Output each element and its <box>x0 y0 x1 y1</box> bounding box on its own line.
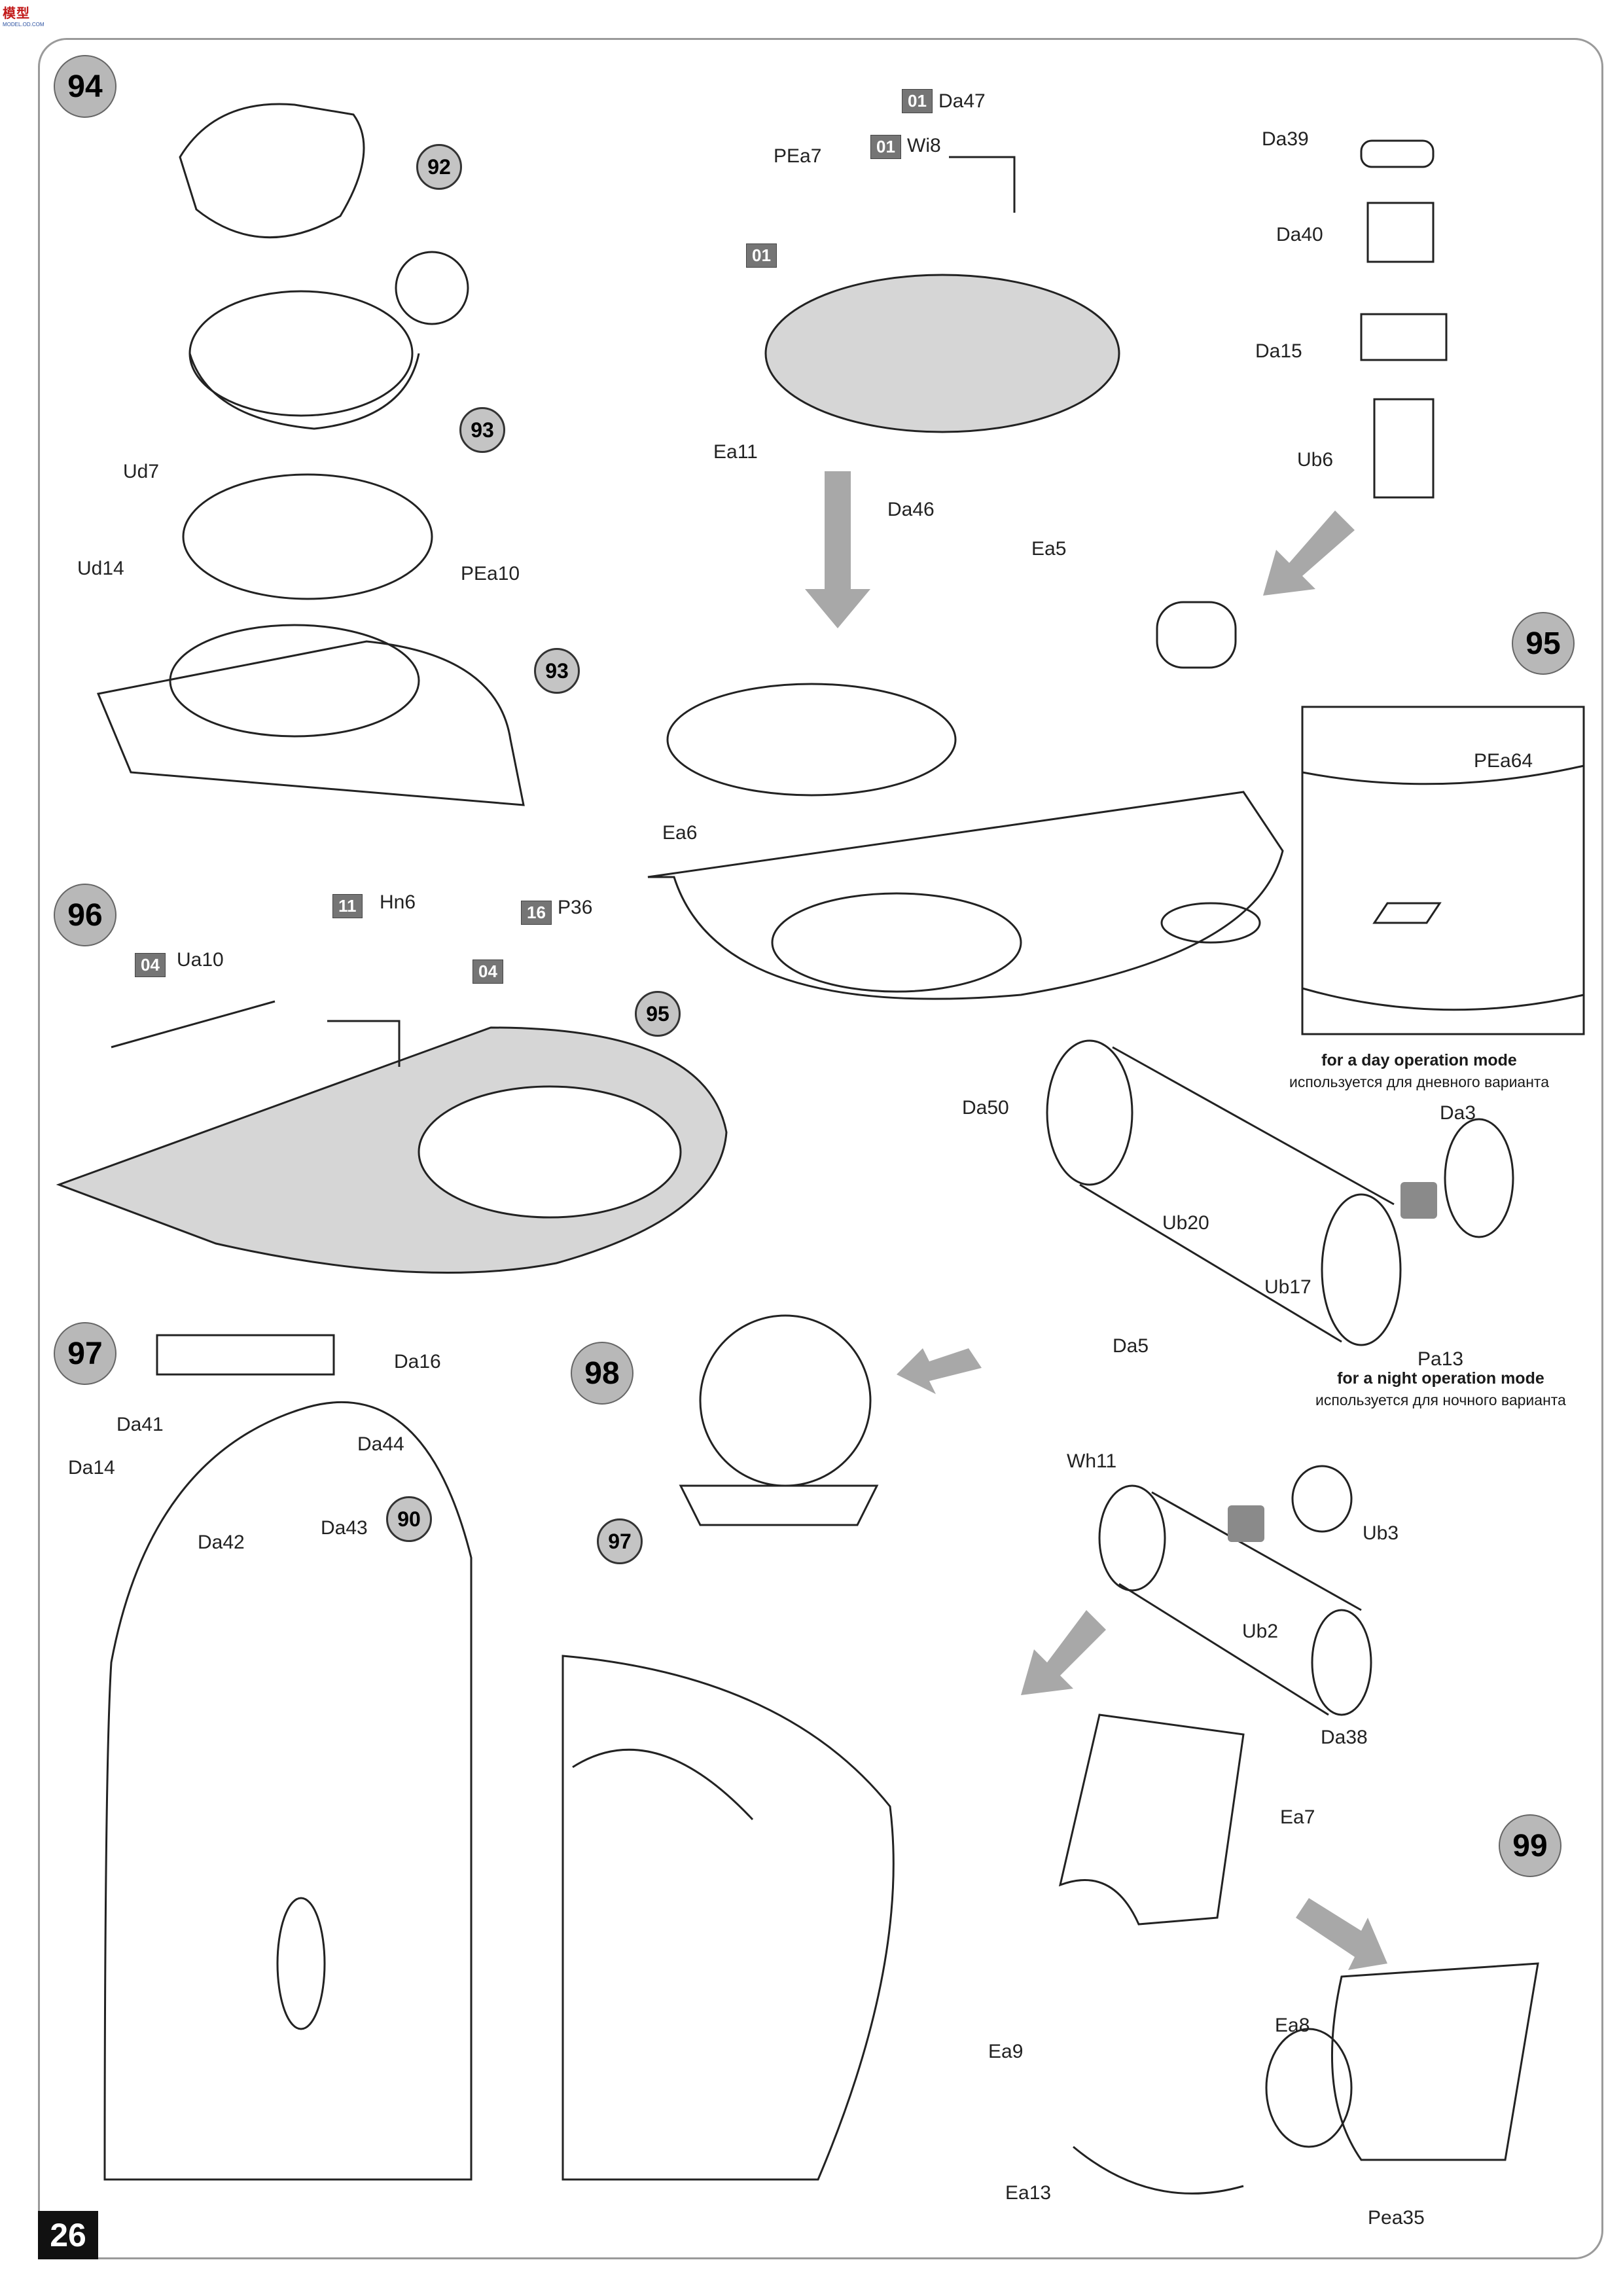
part-label-ea7: Ea7 <box>1280 1806 1315 1828</box>
part-label-da50: Da50 <box>962 1097 1009 1119</box>
part-label-da15: Da15 <box>1255 340 1302 362</box>
cupola-ring-94 <box>188 290 414 417</box>
searchlight-98 <box>699 1314 872 1487</box>
part-label-ub3: Ub3 <box>1363 1522 1399 1544</box>
part-label-p36: P36 <box>558 897 593 918</box>
part-label-da14: Da14 <box>68 1457 115 1479</box>
part-label-ea8: Ea8 <box>1275 2015 1310 2036</box>
page-frame <box>38 38 1603 2259</box>
part-label-ea11: Ea11 <box>713 441 758 463</box>
part-label-ea6: Ea6 <box>662 822 698 844</box>
part-label-wh11: Wh11 <box>1067 1450 1117 1472</box>
swap-icon-night <box>1228 1505 1264 1542</box>
ref-step-90: 90 <box>386 1496 432 1542</box>
part-label-da47: Da47 <box>938 90 986 112</box>
mantlet-99 <box>1058 1713 1245 1926</box>
part-label-da40: Da40 <box>1276 224 1323 245</box>
part-label-pea35: Pea35 <box>1368 2207 1425 2229</box>
part-label-da42: Da42 <box>198 1532 245 1553</box>
turret-body-98 <box>562 1655 895 2181</box>
step-number-96: 96 <box>54 884 116 946</box>
logo-subtext: MODEL.OD.COM <box>3 22 45 27</box>
part-label-ea9: Ea9 <box>988 2041 1024 2062</box>
part-label-da43: Da43 <box>321 1517 368 1539</box>
part-label-wi8: Wi8 <box>907 135 941 156</box>
day-mode-note-ru: используется для дневного варианта <box>1289 1073 1549 1090</box>
night-mode-note-en: for a night operation mode <box>1337 1369 1544 1388</box>
turret-body-97 <box>103 1401 473 2181</box>
part-label-da41: Da41 <box>116 1414 164 1435</box>
part-label-pea64: PEa64 <box>1474 750 1533 772</box>
ref-step-97: 97 <box>597 1518 643 1564</box>
night-mode-note: for a night operation mode используется … <box>1315 1368 1566 1410</box>
brand-logo: 模型 MODEL.OD.COM <box>3 3 51 27</box>
part-label-da5: Da5 <box>1113 1335 1149 1357</box>
part-label-ub17: Ub17 <box>1264 1276 1311 1298</box>
turret-roof-95 <box>647 791 1284 1000</box>
part-label-ud14: Ud14 <box>77 558 124 579</box>
swap-icon-day <box>1400 1182 1437 1219</box>
color-badge-04-a: 04 <box>135 953 166 977</box>
ref-step-93-b: 93 <box>534 648 580 694</box>
part-label-ub20: Ub20 <box>1162 1212 1209 1234</box>
ref-step-93-a: 93 <box>459 407 505 453</box>
flow-arrows <box>805 471 1387 1970</box>
step-number-95: 95 <box>1512 612 1575 675</box>
ref-step-95: 95 <box>635 991 681 1037</box>
part-label-pa13: Pa13 <box>1418 1348 1464 1370</box>
color-badge-01-b: 01 <box>870 135 901 159</box>
part-label-ub6: Ub6 <box>1297 449 1334 471</box>
part-label-da44: Da44 <box>357 1433 404 1455</box>
part-label-hn6: Hn6 <box>380 891 416 913</box>
ref-step-92: 92 <box>416 144 462 190</box>
color-badge-01-c: 01 <box>746 243 777 268</box>
part-label-ea13: Ea13 <box>1005 2182 1052 2204</box>
part-label-da3: Da3 <box>1440 1102 1476 1124</box>
color-badge-01-a: 01 <box>902 89 933 113</box>
part-label-da38: Da38 <box>1321 1727 1368 1748</box>
periscope-94 <box>395 251 469 325</box>
hatch-part-94-top <box>179 103 365 239</box>
color-badge-16: 16 <box>521 901 552 925</box>
part-label-da46: Da46 <box>887 499 935 520</box>
part-label-da39: Da39 <box>1262 128 1309 150</box>
page-number: 26 <box>38 2211 98 2259</box>
color-badge-04-b: 04 <box>473 960 503 984</box>
color-badge-11: 11 <box>332 894 363 918</box>
part-label-ea5: Ea5 <box>1031 538 1067 560</box>
hatch-lid-95 <box>764 274 1120 433</box>
step-number-94: 94 <box>54 55 116 118</box>
part-label-ua10: Ua10 <box>177 949 224 971</box>
part-label-ud7: Ud7 <box>123 461 160 482</box>
step-number-97: 97 <box>54 1322 116 1385</box>
part-label-ub2: Ub2 <box>1242 1621 1279 1642</box>
logo-mark: 模型 <box>3 7 30 21</box>
day-mode-note-en: for a day operation mode <box>1321 1051 1517 1069</box>
part-label-da16: Da16 <box>394 1351 441 1372</box>
part-label-pea10: PEa10 <box>461 563 520 584</box>
day-mode-note: for a day operation mode используется дл… <box>1289 1050 1549 1092</box>
turret-plate-94 <box>96 640 525 806</box>
step-number-99: 99 <box>1499 1814 1561 1877</box>
step-number-98: 98 <box>571 1342 633 1405</box>
part-label-pea7: PEa7 <box>774 145 822 167</box>
night-mode-note-ru: используется для ночного варианта <box>1315 1391 1566 1408</box>
